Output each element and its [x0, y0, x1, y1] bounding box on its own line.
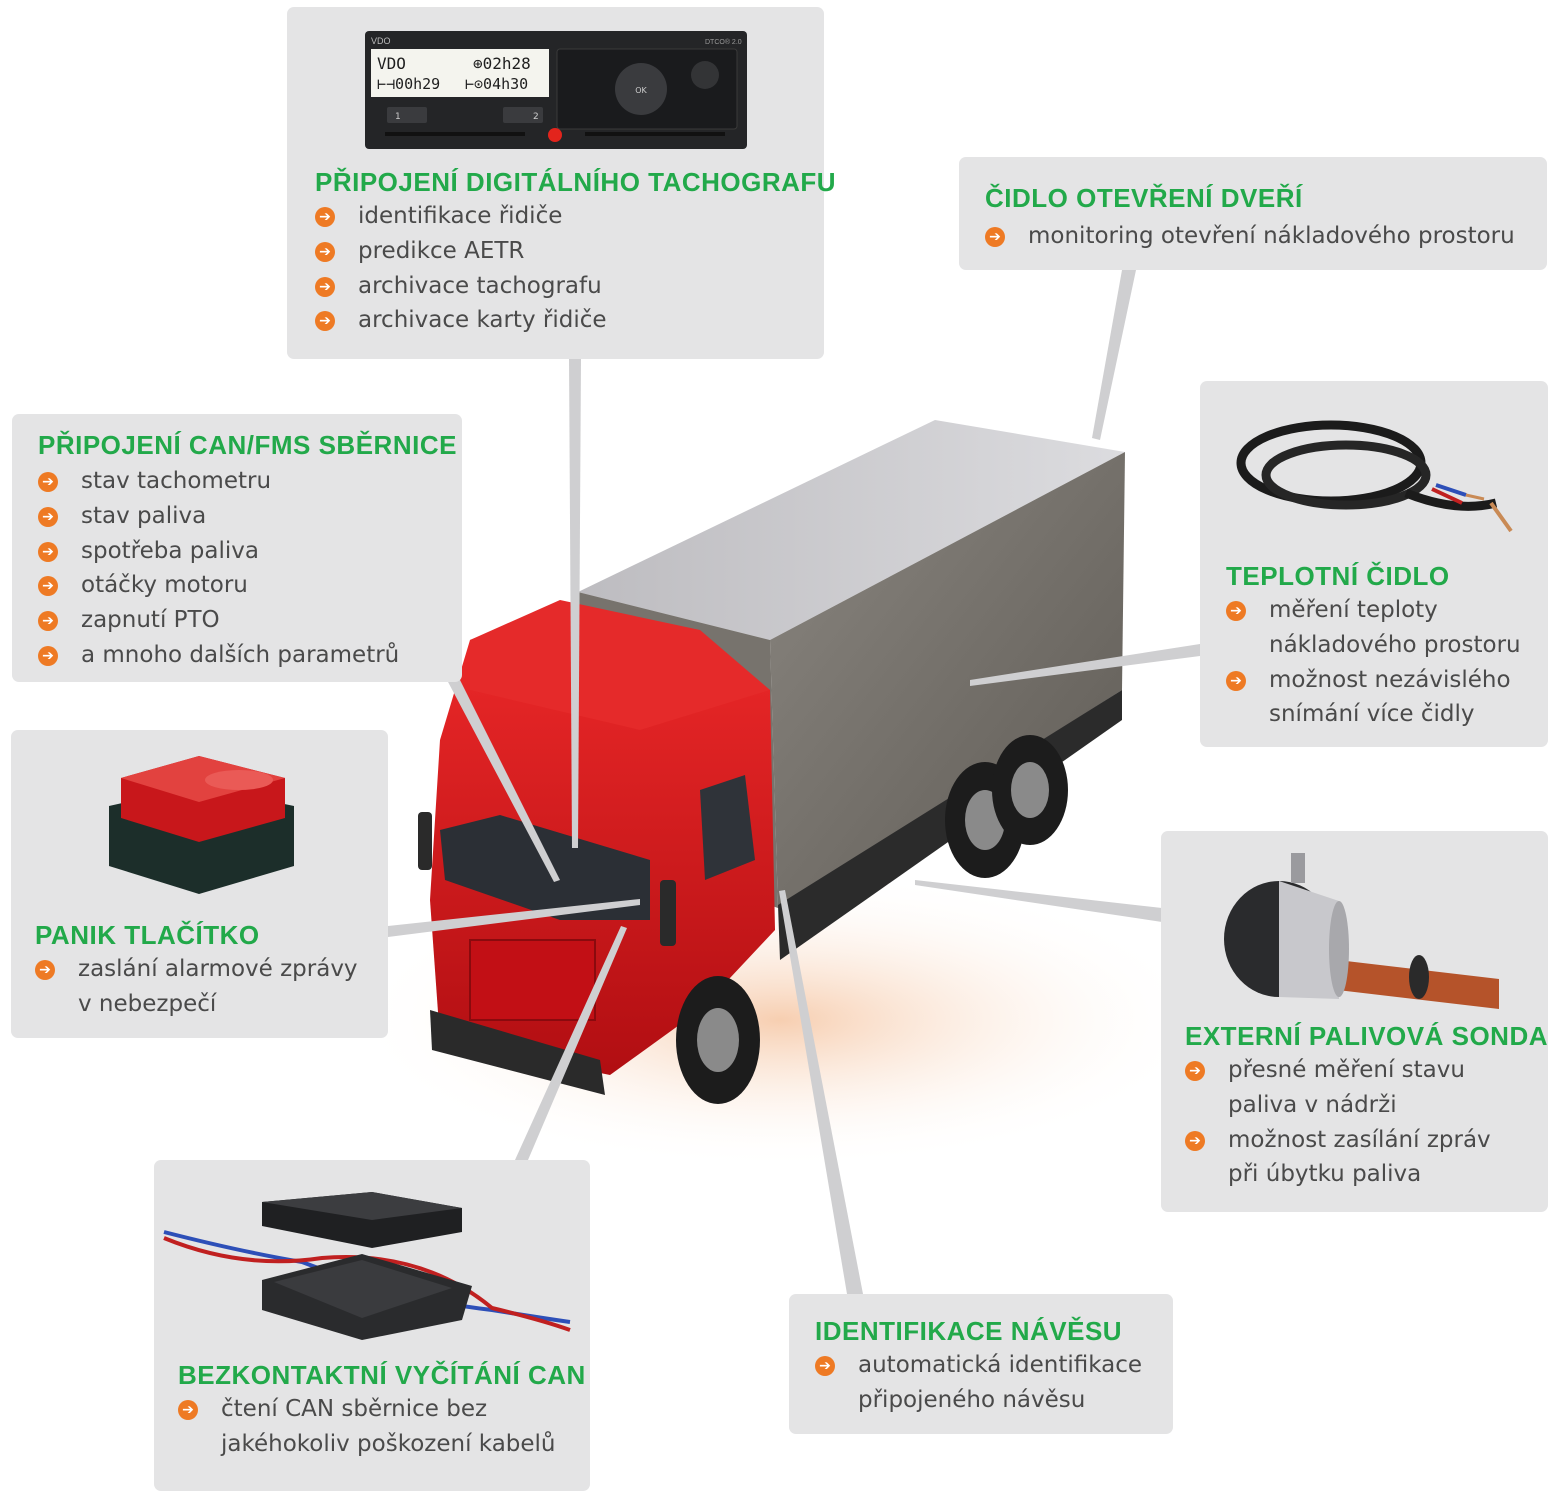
arrow-right-icon: ➔ [38, 576, 58, 597]
mirror-right [660, 880, 676, 946]
tacho-ok: OK [635, 86, 647, 95]
arrow-right-icon: ➔ [315, 241, 335, 262]
list-item: ➔stav paliva [38, 499, 399, 534]
tacho-line1-left: VDO [377, 54, 406, 73]
arrow-right-icon: ➔ [1185, 1130, 1205, 1151]
arrow-right-icon: ➔ [315, 207, 335, 227]
tacho-line1-right: ⊕02h28 [473, 54, 531, 73]
list-item: ➔stav tachometru [38, 464, 399, 499]
list-item: ➔spotřeba paliva [38, 534, 399, 569]
list-item: ➔archivace tachografu [315, 269, 607, 304]
arrow-right-icon: ➔ [985, 227, 1005, 247]
arrow-right-icon: ➔ [315, 311, 335, 332]
feature-list: ➔stav tachometru ➔stav paliva ➔spotřeba … [38, 464, 399, 673]
list-item: ➔monitoring otevření nákladového prostor… [985, 219, 1515, 254]
tacho-led [548, 128, 562, 142]
tachograph-brand: VDO [371, 36, 391, 46]
panel-trailer-identification: IDENTIFIKACE NÁVĚSU ➔automatická identif… [789, 1294, 1173, 1434]
arrow-right-icon: ➔ [38, 541, 58, 562]
tacho-key2: 2 [533, 112, 539, 122]
tacho-nav-pad [615, 63, 667, 115]
arrow-right-icon: ➔ [178, 1400, 198, 1420]
panel-fuel-probe: EXTERNÍ PALIVOVÁ SONDA ➔přesné měření st… [1161, 831, 1548, 1212]
fuel-probe-image [1224, 853, 1499, 1009]
arrow-right-icon: ➔ [1185, 1061, 1205, 1081]
panel-title: IDENTIFIKACE NÁVĚSU [815, 1316, 1123, 1346]
arrow-right-icon: ➔ [38, 506, 58, 527]
panel-title: PANIK TLAČÍTKO [35, 920, 260, 950]
list-item: ➔predikce AETR [315, 234, 607, 269]
arrow-right-icon: ➔ [1226, 601, 1246, 621]
tachograph-model: DTCO® 2.0 [705, 38, 742, 46]
arrow-right-icon: ➔ [1226, 670, 1246, 691]
panel-title: ČIDLO OTEVŘENÍ DVEŘÍ [985, 183, 1303, 213]
panel-title: TEPLOTNÍ ČIDLO [1226, 561, 1450, 591]
contactless-reader-image [163, 1192, 571, 1340]
cargo-box-top [578, 420, 1125, 640]
windshield [440, 815, 650, 920]
tacho-line2-right: ⊢⊙04h30 [465, 75, 528, 93]
list-item: ➔identifikace řidiče [315, 199, 607, 234]
panel-door-sensor: ČIDLO OTEVŘENÍ DVEŘÍ ➔monitoring otevřen… [959, 157, 1547, 270]
list-item: ➔zapnutí PTO [38, 603, 399, 638]
arrow-right-icon: ➔ [815, 1356, 835, 1376]
connector-lines [388, 270, 1200, 1294]
side-window [700, 775, 755, 880]
arrow-right-icon: ➔ [315, 276, 335, 297]
tacho-key1: 1 [395, 112, 401, 122]
arrow-right-icon: ➔ [38, 645, 58, 666]
list-item: ➔archivace karty řidiče [315, 303, 607, 338]
arrow-right-icon: ➔ [38, 472, 58, 492]
tacho-line2-left: ⊢⊣00h29 [377, 75, 440, 93]
panic-button-image [109, 756, 294, 894]
panel-tachograph: VDO DTCO® 2.0 VDO ⊕02h28 ⊢⊣00h29 ⊢⊙04h30… [287, 7, 836, 359]
panel-title: PŘIPOJENÍ CAN/FMS SBĚRNICE [38, 430, 457, 460]
panel-title: PŘIPOJENÍ DIGITÁLNÍHO TACHOGRAFU [315, 167, 837, 197]
list-item: ➔otáčky motoru [38, 568, 399, 603]
arrow-right-icon: ➔ [38, 611, 58, 632]
panel-title: BEZKONTAKTNÍ VYČÍTÁNÍ CAN [178, 1360, 586, 1390]
grille [469, 939, 596, 1021]
panel-can-fms: PŘIPOJENÍ CAN/FMS SBĚRNICE ➔stav tachome… [12, 414, 462, 682]
tachograph-image: VDO DTCO® 2.0 VDO ⊕02h28 ⊢⊣00h29 ⊢⊙04h30… [365, 31, 747, 149]
arrow-right-icon: ➔ [35, 960, 55, 980]
tacho-eject-button [691, 61, 719, 89]
feature-list: ➔monitoring otevření nákladového prostor… [985, 219, 1515, 254]
mirror-left [418, 812, 432, 870]
feature-list: ➔identifikace řidiče ➔predikce AETR ➔arc… [315, 199, 607, 338]
temperature-cable-image [1236, 420, 1513, 533]
cargo-box-side [770, 452, 1125, 908]
panel-contactless-can: BEZKONTAKTNÍ VYČÍTÁNÍ CAN ➔čtení CAN sbě… [154, 1160, 590, 1491]
panel-title: EXTERNÍ PALIVOVÁ SONDA [1185, 1021, 1549, 1051]
list-item: ➔a mnoho dalších parametrů [38, 638, 399, 673]
cab-roof [470, 600, 770, 730]
